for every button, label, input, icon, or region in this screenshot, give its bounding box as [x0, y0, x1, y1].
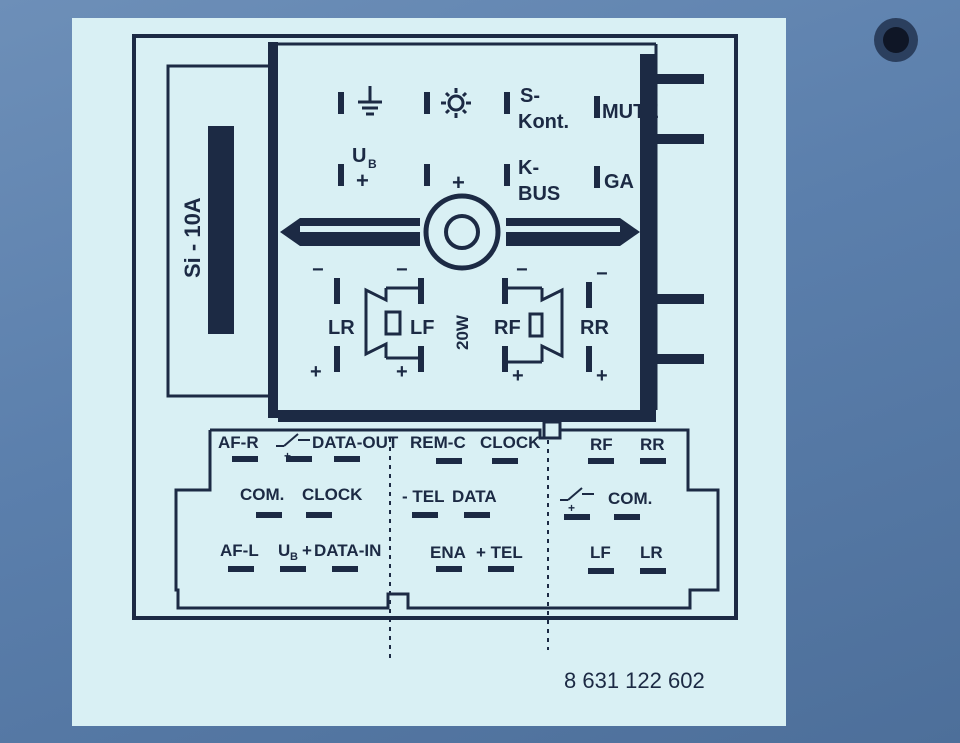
ground-icon: [358, 86, 382, 116]
pin-rem-c: REM-C: [410, 433, 466, 452]
svg-text:+: +: [568, 501, 575, 515]
lf-label: LF: [410, 317, 434, 339]
pin-com-2: COM.: [608, 489, 652, 508]
connector-right: RF RR + COM. LF LR: [560, 435, 666, 574]
rf-minus: −: [516, 259, 528, 281]
right-speaker-icon: [506, 286, 564, 364]
mounting-hole-icon: [874, 18, 918, 62]
radio-block: [268, 42, 704, 422]
pin-lf: LF: [590, 543, 611, 562]
pin-com: COM.: [240, 485, 284, 504]
rf-label: RF: [494, 317, 521, 339]
pin-data-out: DATA-OUT: [312, 433, 399, 452]
rf-plus: +: [512, 365, 524, 387]
left-speaker-icon: [364, 286, 420, 360]
pin-lr: LR: [640, 543, 663, 562]
right-speaker-group: − RF + − RR +: [494, 259, 609, 387]
left-speaker-group: − LR + − LF +: [310, 259, 434, 383]
pin-data: DATA: [452, 487, 497, 506]
pin-ena: ENA: [430, 543, 466, 562]
connector-left: AF-R + DATA-OUT COM. CLOCK AF-L U B + DA…: [218, 433, 399, 572]
plus-terminal: +: [424, 164, 465, 195]
part-number: 8 631 122 602: [564, 668, 705, 693]
rr-label: RR: [580, 317, 609, 339]
switch-icon: +: [560, 487, 594, 515]
s-kont-label-2: Kont.: [518, 111, 569, 133]
rr-minus: −: [596, 263, 608, 285]
lr-label: LR: [328, 317, 355, 339]
lf-plus: +: [396, 361, 408, 383]
pin-af-l: AF-L: [220, 541, 259, 560]
pin-clock: CLOCK: [302, 485, 363, 504]
kbus-terminal: K- BUS: [504, 157, 560, 205]
pin-rf: RF: [590, 435, 613, 454]
connector-middle: REM-C CLOCK - TEL DATA ENA + TEL: [402, 433, 541, 572]
lf-minus: −: [396, 259, 408, 281]
power-rating: 20W: [453, 314, 472, 350]
ub-plus: +: [356, 168, 369, 193]
pin-clock-2: CLOCK: [480, 433, 541, 452]
ub-terminal: U B +: [338, 145, 377, 193]
pin-ub-sub: B: [290, 551, 298, 563]
lr-minus: −: [312, 259, 324, 281]
pin-ub-plus: +: [302, 541, 312, 560]
rr-plus: +: [596, 365, 608, 387]
pin-plus-tel: + TEL: [476, 543, 523, 562]
light-terminal: [424, 88, 471, 118]
lr-plus: +: [310, 361, 322, 383]
mute-label: MUTE: [602, 101, 659, 123]
ga-label: GA: [604, 171, 634, 193]
fuse-label: Si - 10A: [180, 197, 205, 278]
outer-frame: [132, 34, 738, 620]
mute-terminal: MUTE: [594, 96, 659, 123]
antenna-jack-icon: [423, 193, 501, 271]
fuse-box: Si - 10A: [166, 64, 278, 398]
s-kont-terminal: S- Kont.: [504, 85, 569, 133]
ga-terminal: GA: [594, 166, 634, 193]
kbus-label-1: K-: [518, 157, 539, 179]
pin-af-r: AF-R: [218, 433, 259, 452]
iso-connector: [174, 420, 720, 660]
plus-label: +: [452, 170, 465, 195]
s-kont-label-1: S-: [520, 85, 540, 107]
ub-label: U: [352, 145, 366, 167]
light-sun-icon: [441, 88, 471, 118]
ub-subscript: B: [368, 157, 377, 171]
ground-terminal: [338, 86, 382, 116]
pin-rr: RR: [640, 435, 665, 454]
kbus-label-2: BUS: [518, 183, 560, 205]
pin-data-in: DATA-IN: [314, 541, 381, 560]
pin-ub: U: [278, 541, 290, 560]
pin-minus-tel: - TEL: [402, 487, 445, 506]
